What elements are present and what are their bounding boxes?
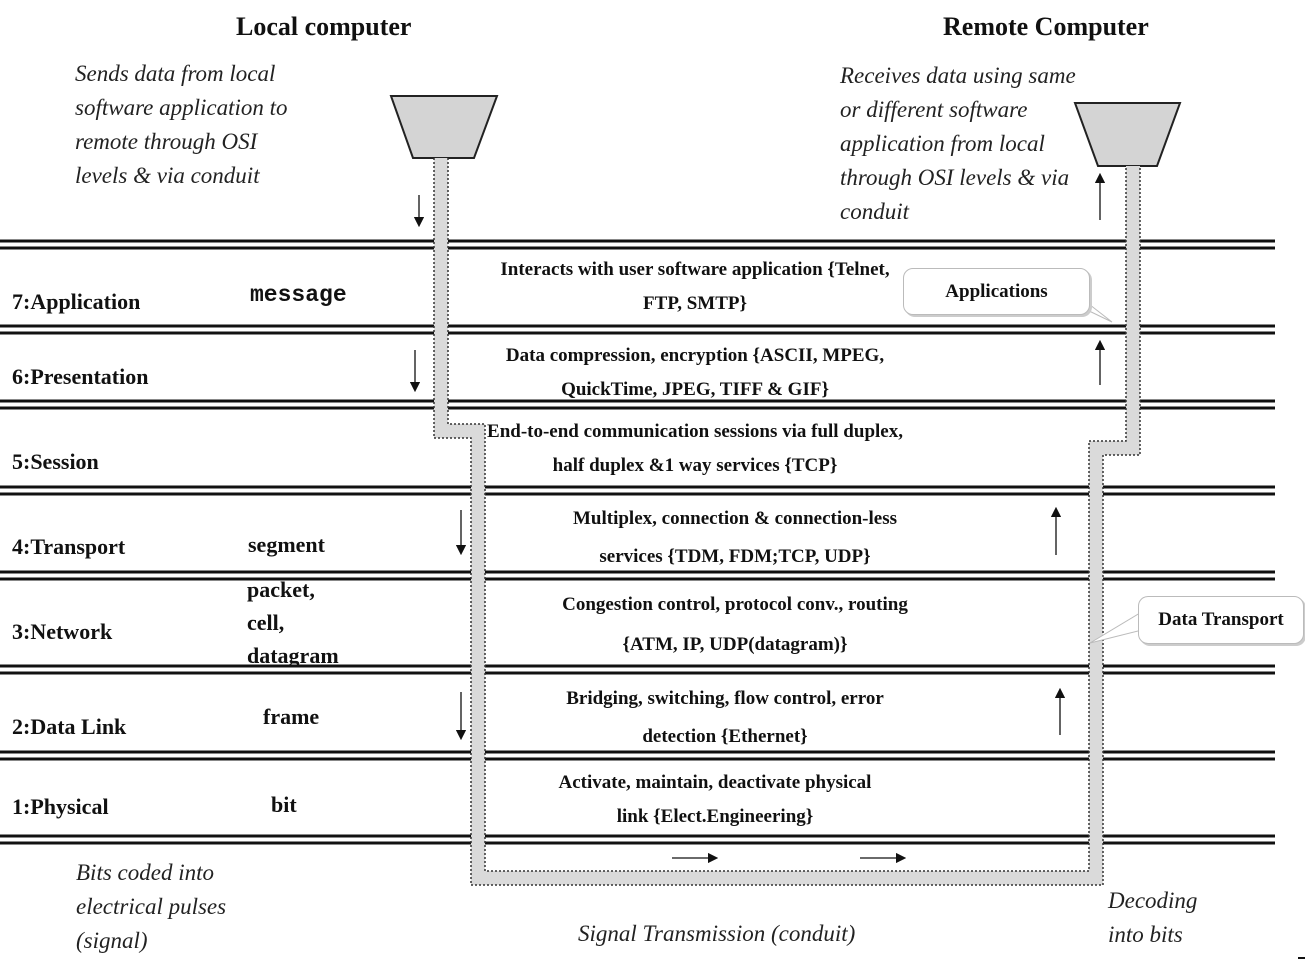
layer-name-physical: 1:Physical <box>12 794 109 819</box>
unit-bit: bit <box>271 792 297 817</box>
local-hopper-shape <box>389 95 499 159</box>
desc-presentation: Data compression, encryption {ASCII, MPE… <box>505 345 885 400</box>
local-sends-note: Sends data from local software applicati… <box>75 61 288 188</box>
desc-network: Congestion control, protocol conv., rout… <box>562 594 908 655</box>
desc-application: Interacts with user software application… <box>500 259 890 314</box>
conduit-path <box>433 158 1141 886</box>
unit-message: message <box>250 282 347 308</box>
down-arrows <box>409 195 467 741</box>
desc-transport: Multiplex, connection & connection-less … <box>572 508 898 567</box>
layer-name-data-link: 2:Data Link <box>12 714 127 739</box>
unit-segment: segment <box>248 532 325 557</box>
data-transport-callout-pointer <box>1089 606 1151 644</box>
layer-name-network: 3:Network <box>12 619 113 644</box>
layer-name-transport: 4:Transport <box>12 534 126 559</box>
desc-session: End-to-end communication sessions via fu… <box>487 421 903 476</box>
local-computer-title: Local computer <box>236 12 412 41</box>
unit-frame: frame <box>263 704 320 729</box>
layer-name-session: 5:Session <box>12 449 99 474</box>
unit-packet-cell-datagram: packet, cell, datagram <box>247 577 339 668</box>
desc-physical: Activate, maintain, deactivate physical … <box>558 772 872 827</box>
remote-computer-title: Remote Computer <box>943 12 1149 41</box>
remote-hopper-shape <box>1073 102 1182 167</box>
layer-name-application: 7:Application <box>12 289 141 314</box>
layer-name-presentation: 6:Presentation <box>12 364 149 389</box>
bits-coded-note: Bits coded into electrical pulses (signa… <box>76 860 227 953</box>
remote-receives-note: Receives data using same or different so… <box>840 63 1076 224</box>
data-transport-callout: Data Transport <box>1138 596 1304 644</box>
desc-data-link: Bridging, switching, flow control, error… <box>566 688 884 747</box>
up-arrows <box>1050 172 1106 735</box>
applications-callout: Applications <box>903 268 1090 315</box>
signal-transmission-note: Signal Transmission (conduit) <box>578 921 856 946</box>
decoding-note: Decoding into bits <box>1108 888 1198 947</box>
layer-separators <box>0 239 1275 845</box>
